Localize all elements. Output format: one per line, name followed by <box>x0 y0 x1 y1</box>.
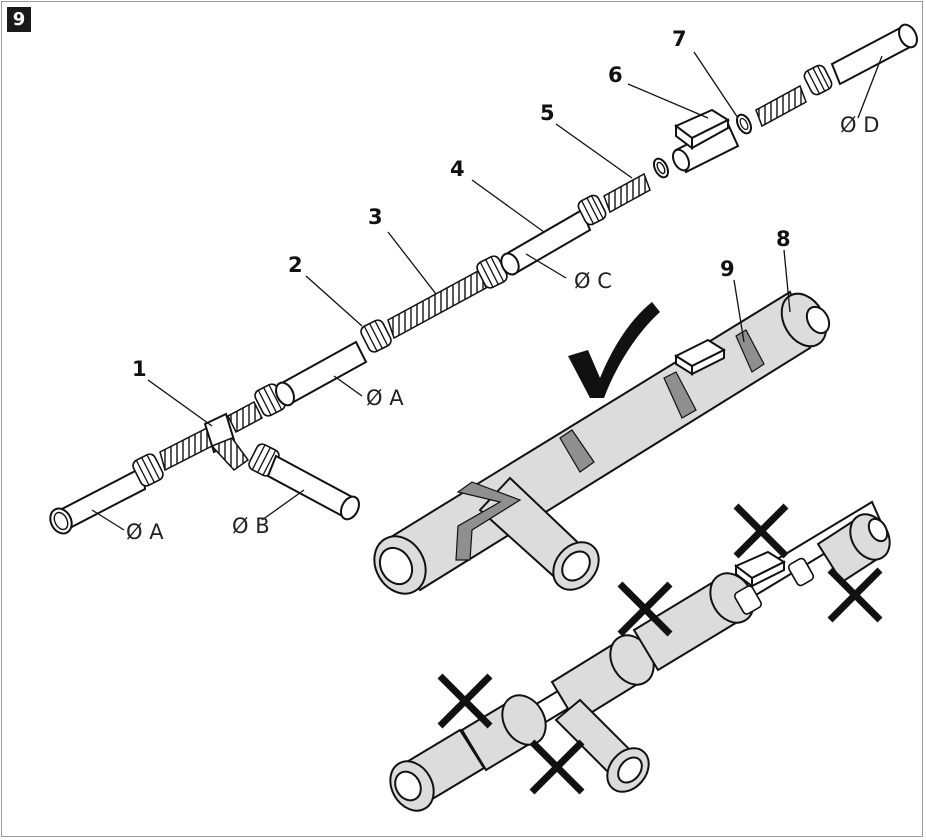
x-mark-icon <box>437 673 493 729</box>
part-label-1: 1 <box>132 357 147 381</box>
leader-line <box>305 275 363 327</box>
part-label-4: 4 <box>450 157 465 181</box>
diameter-label-d: Ø D <box>840 113 879 137</box>
part-label-5: 5 <box>540 101 555 125</box>
leader-line <box>91 509 125 531</box>
leader-line <box>387 231 437 295</box>
leader-line <box>333 375 363 397</box>
diameter-label-c: Ø C <box>574 269 612 293</box>
leader-line <box>733 279 745 343</box>
hose-clamp <box>803 64 833 96</box>
diameter-label-b: Ø B <box>232 514 270 538</box>
part-label-6: 6 <box>608 63 623 87</box>
leader-line <box>471 179 545 233</box>
leader-line <box>693 51 739 119</box>
adapter-fitting <box>603 157 670 214</box>
pipe-left <box>49 465 147 535</box>
x-mark-icon <box>827 567 883 623</box>
hose-clamp <box>577 194 607 226</box>
leader-line <box>525 253 567 279</box>
x-mark-icon <box>529 739 585 795</box>
valve-handle <box>673 338 727 376</box>
x-mark-icon <box>733 503 789 559</box>
correct-insulated-assembly: 8 9 <box>373 227 831 595</box>
hose-clamp <box>476 255 508 289</box>
incorrect-insulated-assembly <box>389 500 891 812</box>
diameter-label-a-main: Ø A <box>366 386 404 410</box>
pipe-c <box>500 208 592 276</box>
leader-line <box>261 489 305 521</box>
coupling-fitting <box>755 84 807 128</box>
leader-line <box>147 379 213 427</box>
exploded-assembly: 1 2 3 4 5 6 7 Ø A Ø A Ø B Ø C Ø D <box>49 23 918 544</box>
ball-valve <box>672 108 740 174</box>
insulation-tape <box>663 371 697 419</box>
hose-clamp <box>360 319 392 353</box>
part-label-2: 2 <box>288 253 303 277</box>
insulation-tape <box>455 481 522 561</box>
step-number-badge: 9 <box>7 7 31 32</box>
flexible-hose <box>387 268 487 340</box>
pipe-d <box>830 23 918 86</box>
part-label-9: 9 <box>720 257 735 281</box>
pipe-branch <box>266 454 360 521</box>
leader-line <box>783 249 791 313</box>
sealing-washer <box>735 113 753 135</box>
hose-clamp <box>132 453 164 487</box>
leader-line <box>555 123 633 179</box>
tee-fitting <box>159 400 263 472</box>
insulation-tape <box>559 429 595 473</box>
valve-handle <box>734 550 787 588</box>
part-label-8: 8 <box>776 227 791 251</box>
leader-line <box>627 83 709 119</box>
x-mark-icon <box>617 581 673 637</box>
leader-line <box>857 55 883 119</box>
check-mark-icon <box>568 302 660 398</box>
part-label-7: 7 <box>672 27 687 51</box>
diameter-label-a-left: Ø A <box>126 520 164 544</box>
part-label-3: 3 <box>368 205 383 229</box>
pipe-main <box>275 340 368 407</box>
